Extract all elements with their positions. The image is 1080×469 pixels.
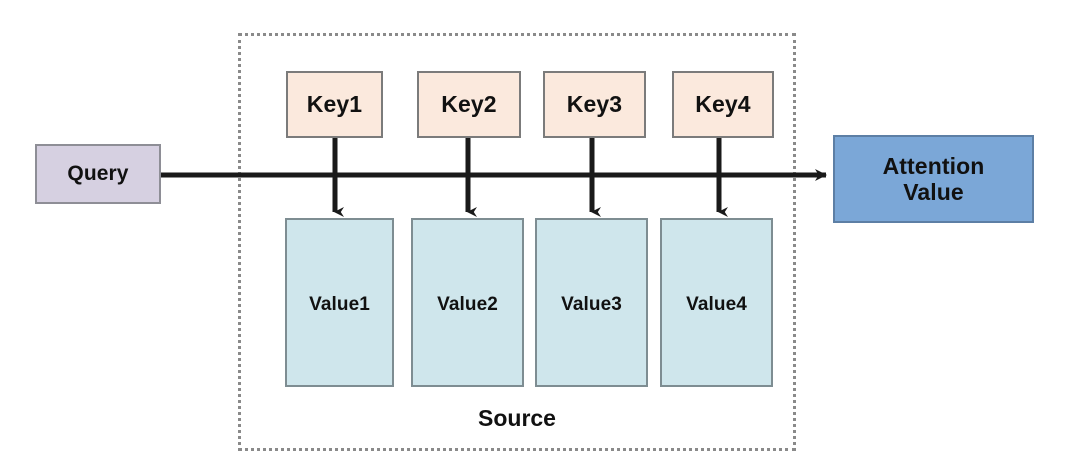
value-box-3[interactable]: Value3: [535, 218, 648, 387]
value-label-4: Value4: [686, 294, 747, 315]
value-box-1[interactable]: Value1: [285, 218, 394, 387]
key-box-2[interactable]: Key2: [417, 71, 521, 138]
attention-value-label-line1: Attention: [882, 152, 985, 179]
key-label-3: Key3: [566, 91, 623, 117]
attention-value-box[interactable]: Attention Value: [833, 135, 1034, 223]
key-label-1: Key1: [306, 91, 363, 117]
value-box-4[interactable]: Value4: [660, 218, 773, 387]
query-box[interactable]: Query: [35, 144, 161, 204]
value-label-3: Value3: [561, 294, 622, 315]
key-box-1[interactable]: Key1: [286, 71, 383, 138]
key-box-4[interactable]: Key4: [672, 71, 774, 138]
query-label: Query: [67, 162, 129, 185]
key-box-3[interactable]: Key3: [543, 71, 646, 138]
attention-value-label-line2: Value: [903, 179, 964, 205]
value-label-2: Value2: [437, 294, 498, 315]
source-region-boundary: [238, 33, 796, 451]
value-label-1: Value1: [309, 294, 370, 315]
key-label-4: Key4: [695, 91, 751, 117]
key-label-2: Key2: [441, 91, 497, 117]
source-label: Source: [478, 405, 556, 431]
value-box-2[interactable]: Value2: [411, 218, 524, 387]
